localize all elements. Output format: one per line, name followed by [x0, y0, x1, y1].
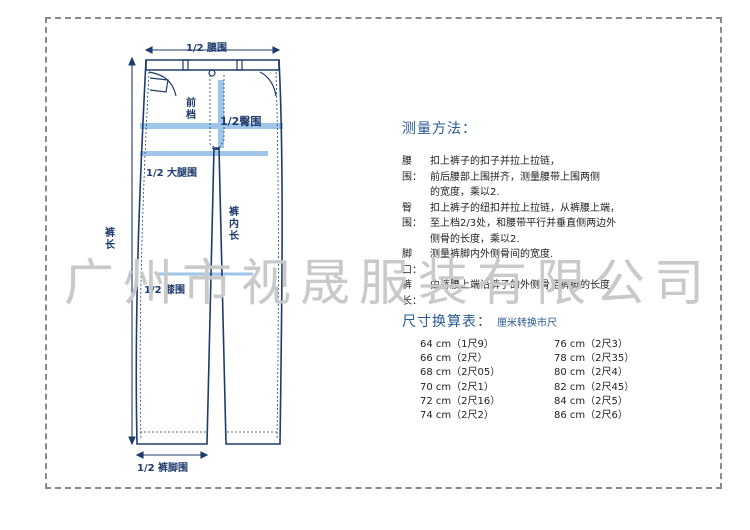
conversion-column-left: 64 cm（1尺9） 66 cm（2尺） 68 cm（2尺05） 70 cm（2… [420, 338, 500, 423]
size-row: 78 cm（2尺35） [554, 353, 635, 365]
thigh-band [140, 151, 268, 156]
size-row: 66 cm（2尺） [420, 353, 488, 365]
inseam-label: 裤内长 [229, 207, 239, 242]
size-row: 86 cm（2尺6） [554, 410, 628, 422]
size-row: 72 cm（2尺16） [420, 395, 501, 407]
conversion-subtitle: 厘米转换市尺 [497, 318, 557, 329]
method-length: 裤长： 由裤腰上端沿裤子的外侧骨至裤脚的长度. [402, 280, 614, 307]
size-row: 76 cm（2尺3） [554, 339, 628, 350]
size-row: 64 cm（1尺9） [420, 339, 494, 350]
method-title: 测量方法： [402, 121, 477, 137]
size-row: 82 cm（2尺45） [554, 381, 635, 393]
hip-band [140, 123, 283, 129]
watermark: 广州市视晟服装有限公司 [64, 254, 713, 312]
front-rise-label: 前档 [186, 98, 196, 121]
pants-outline [135, 59, 283, 445]
conversion-column-right: 76 cm（2尺3） 78 cm（2尺35） 80 cm（2尺4） 82 cm（… [554, 338, 634, 423]
length-label: 裤长 [105, 228, 115, 251]
size-row: 68 cm（2尺05） [420, 367, 501, 379]
pants-stitching [139, 71, 279, 441]
size-row: 80 cm（2尺4） [554, 367, 628, 379]
hem-label: 1/2 裤脚围 [137, 463, 189, 474]
dashed-frame [45, 17, 722, 489]
method-list: 腰围： 扣上裤子的扣子并拉上拉链， 前后腰部上围拼齐，测量腰带上围两侧 的宽度，… [402, 154, 702, 309]
front-rise-band [218, 80, 224, 148]
knee-label: 1/2 膝围 [144, 285, 186, 296]
method-hem: 脚口： 测量裤脚内外侧骨间的宽度. [402, 249, 554, 276]
pocket-details [148, 59, 277, 97]
dimension-arrows [128, 46, 281, 459]
conversion-title: 尺寸换算表： [402, 314, 492, 330]
thigh-label: 1/2 大腿围 [146, 168, 198, 179]
size-row: 84 cm（2尺5） [554, 395, 628, 407]
hip-label: 1/2臀围 [220, 115, 262, 128]
method-hip: 臀围： 扣上裤子的纽扣并拉上拉链，从裤腰上端， 至上档2/3处，和腰带平行并垂直… [402, 202, 620, 245]
size-row: 70 cm（2尺1） [420, 381, 494, 393]
method-waist: 腰围： 扣上裤子的扣子并拉上拉链， 前后腰部上围拼齐，测量腰带上围两侧 的宽度，… [402, 156, 600, 198]
size-row: 74 cm（2尺2） [420, 410, 494, 422]
waist-label: 1/2 腰围 [186, 43, 228, 54]
